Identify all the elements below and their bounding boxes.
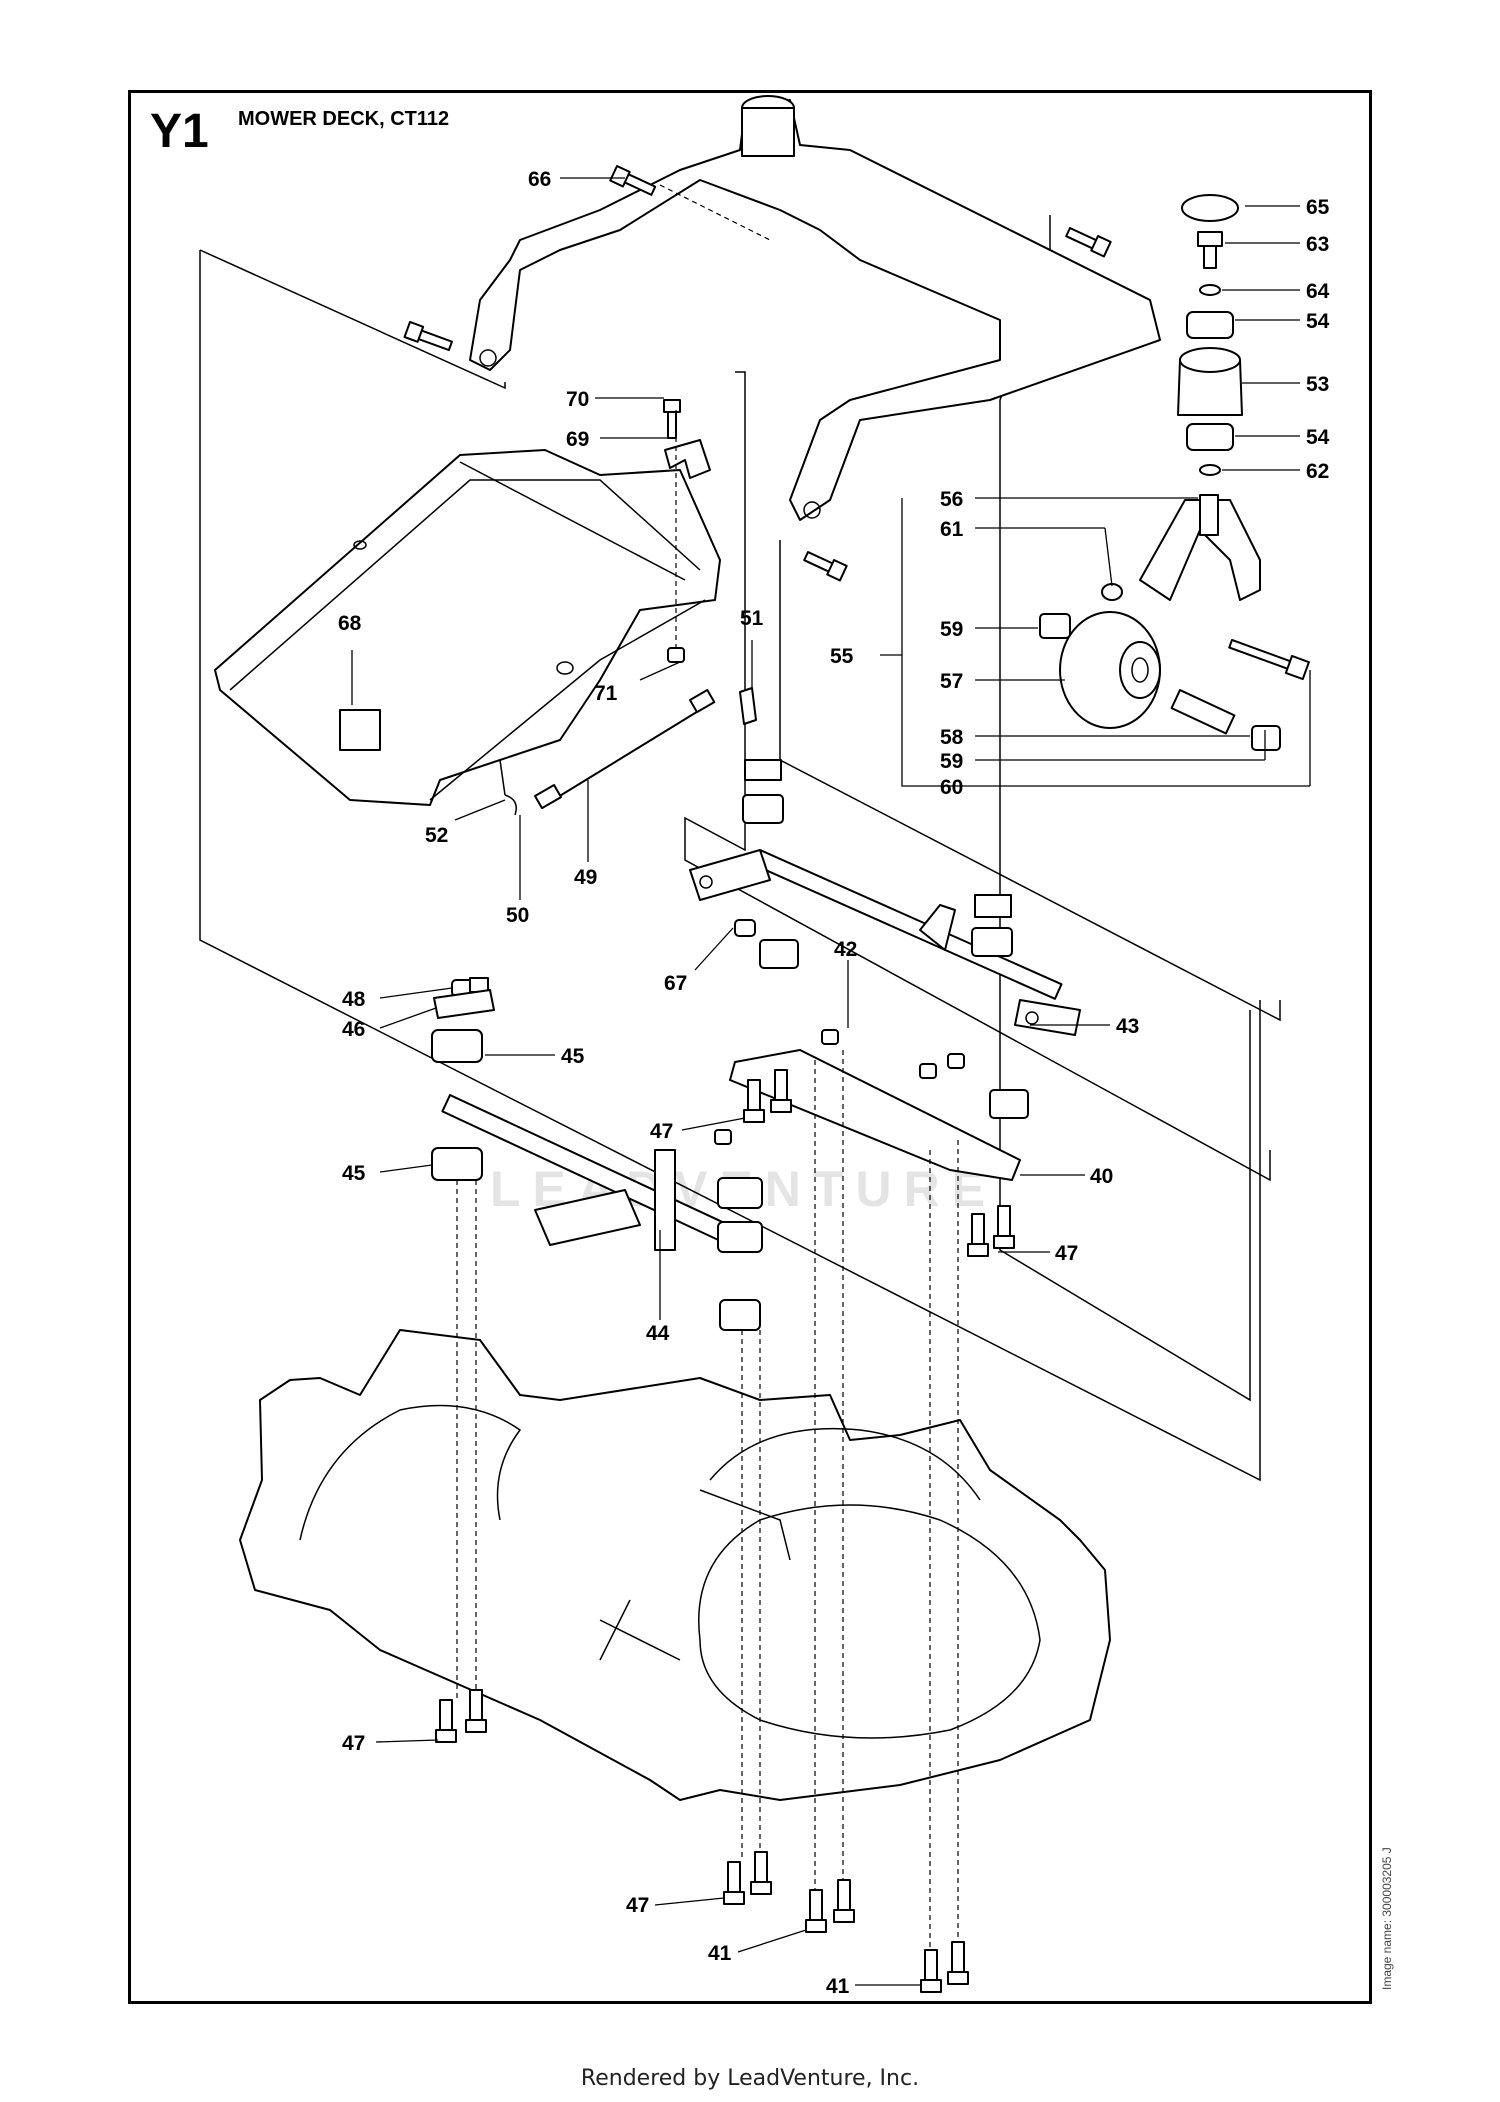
- callout-53: 53: [1306, 373, 1329, 396]
- callout-71: 71: [594, 682, 618, 705]
- callout-62: 62: [1306, 460, 1329, 483]
- callout-64: 64: [1306, 280, 1330, 303]
- callout-46: 46: [342, 1018, 365, 1041]
- callout-45-upper: 45: [561, 1045, 585, 1068]
- cross-bar-40: [729, 1029, 1021, 1181]
- callout-47-mid-right: 47: [1055, 1242, 1078, 1265]
- bolts-47-mid: [743, 1069, 1015, 1257]
- clip-51: [739, 687, 757, 725]
- bolt-70: [663, 399, 681, 439]
- footer-credit: Rendered by LeadVenture, Inc.: [580, 2066, 920, 2091]
- callout-59-lower: 59: [940, 750, 963, 773]
- callout-55: 55: [830, 645, 854, 668]
- callout-67: 67: [664, 972, 687, 995]
- callout-labels: 66 65 63 64 54 53 54 62 70 69 56 61 68 5…: [338, 168, 1330, 1998]
- bolt-66: [609, 165, 657, 196]
- callout-56: 56: [940, 488, 963, 511]
- callout-69: 69: [566, 428, 589, 451]
- callout-61: 61: [940, 518, 964, 541]
- sheet-code: Y1: [150, 105, 209, 158]
- bolt-left-arm: [403, 321, 453, 352]
- callout-52: 52: [425, 824, 448, 847]
- callout-45-lower: 45: [342, 1162, 366, 1185]
- diagram-title: MOWER DECK, CT112: [238, 108, 450, 130]
- callout-68: 68: [338, 612, 362, 635]
- lift-arm-assembly: [469, 95, 1161, 521]
- pin-52: [499, 759, 506, 796]
- callout-49: 49: [574, 866, 597, 889]
- callout-66: 66: [528, 168, 551, 191]
- callout-42: 42: [834, 938, 857, 961]
- assembly-outline-lines: [199, 215, 1281, 1482]
- caster-hardware-stack: [1177, 194, 1243, 476]
- linkage-rod-49: [533, 689, 716, 810]
- callout-50: 50: [506, 904, 529, 927]
- mower-deck-base: [239, 1329, 1111, 1801]
- callout-leader-lines: [351, 177, 1311, 1986]
- diagram-frame: [128, 90, 1372, 2004]
- callout-47-mid-left: 47: [650, 1120, 673, 1143]
- callout-63: 63: [1306, 233, 1329, 256]
- image-id-label: Image name: 300003205 J: [1380, 1847, 1394, 1990]
- front-axle-assembly: [431, 977, 763, 1331]
- callout-59-upper: 59: [940, 618, 963, 641]
- callout-60: 60: [940, 776, 963, 799]
- bolt-arm-lower: [803, 551, 848, 582]
- callout-57: 57: [940, 670, 963, 693]
- callout-51: 51: [740, 607, 764, 630]
- callout-54-lower: 54: [1306, 426, 1330, 449]
- callout-44: 44: [646, 1322, 670, 1345]
- bolt-right-arm: [1065, 226, 1112, 258]
- callout-54-upper: 54: [1306, 310, 1330, 333]
- callout-43: 43: [1116, 1015, 1139, 1038]
- assembly-guide-lines: [456, 184, 959, 1950]
- caster-wheel-assembly: [1039, 494, 1310, 751]
- callout-58: 58: [940, 726, 964, 749]
- callout-47-lower-left: 47: [342, 1732, 365, 1755]
- callout-70: 70: [566, 388, 589, 411]
- rear-axle-assembly: [689, 759, 1081, 1119]
- callout-41-center: 41: [708, 1942, 732, 1965]
- pin-50: [504, 794, 517, 816]
- nut-71: [667, 647, 685, 663]
- callout-48: 48: [342, 988, 366, 1011]
- deck-cover-68: [214, 449, 721, 806]
- bolts-47-41-lower: [435, 1689, 969, 1993]
- callout-41-right: 41: [826, 1975, 850, 1998]
- callout-65: 65: [1306, 196, 1330, 219]
- callout-47-lower-center: 47: [626, 1894, 649, 1917]
- callout-40: 40: [1090, 1165, 1113, 1188]
